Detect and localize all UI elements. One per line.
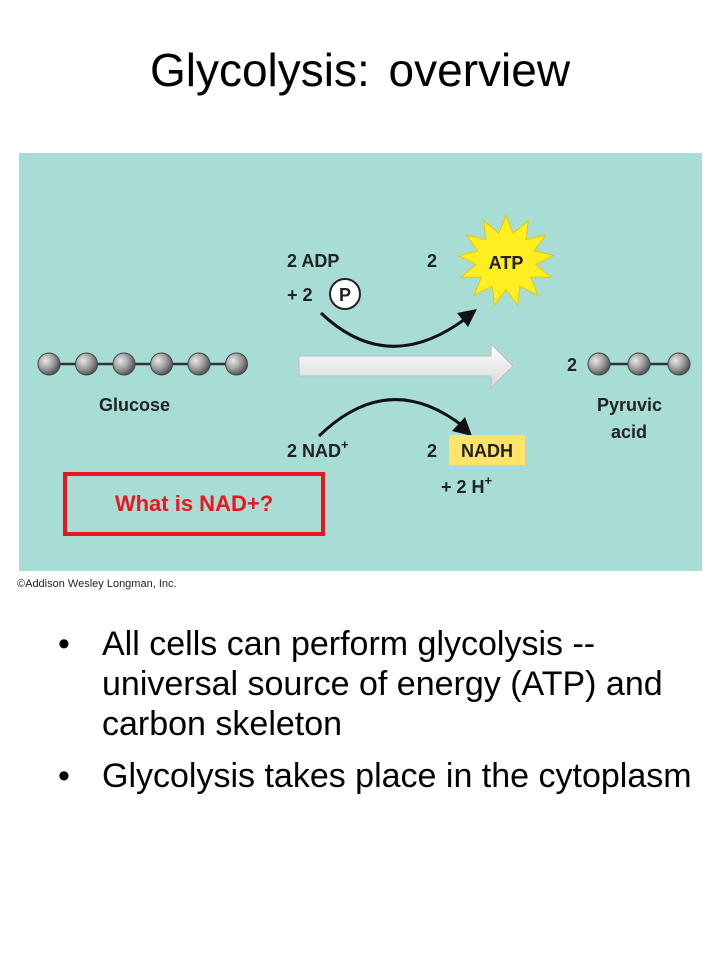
atp-burst-icon: ATP (456, 214, 556, 307)
bullet-dot-icon: • (58, 625, 70, 663)
atp-arrowhead-icon (457, 309, 477, 327)
copyright-notice: ©Addison Wesley Longman, Inc. (17, 578, 177, 590)
carbon-atom-icon (225, 352, 248, 376)
pyruvic-acid-molecule (587, 352, 691, 376)
main-reaction-arrow (298, 342, 514, 390)
atp-count: 2 (427, 251, 437, 271)
svg-text:P: P (339, 285, 351, 305)
carbon-atom-icon (150, 352, 173, 376)
nadh-label: NADH (461, 441, 513, 461)
adp-label: 2 ADP (287, 251, 339, 271)
carbon-atom-icon (37, 352, 61, 376)
carbon-atom-icon (75, 352, 98, 376)
nadh-highlight-box (449, 435, 525, 465)
diagram-canvas: Glucose 2 ADP + 2 P 2 ATP 2 NAD+ 2 NADH … (37, 214, 691, 497)
carbon-atom-icon (187, 352, 211, 376)
bullet-dot-icon: • (58, 757, 70, 795)
glucose-label: Glucose (99, 395, 170, 415)
bullet-list: • All cells can perform glycolysis -- uni… (58, 624, 698, 808)
atp-formation-arrow (319, 311, 470, 348)
nad-question-callout: What is NAD+? (63, 472, 325, 536)
bullet-text: All cells can perform glycolysis -- univ… (102, 625, 663, 743)
bullet-text: Glycolysis takes place in the cytoplasm (102, 757, 692, 795)
nadh-count: 2 (427, 441, 437, 461)
glucose-molecule (37, 352, 248, 376)
nad-label: 2 NAD+ (287, 437, 349, 461)
pyruvic-count: 2 (567, 355, 577, 375)
bullet-item: • All cells can perform glycolysis -- uni… (58, 624, 698, 744)
carbon-atom-icon (587, 352, 611, 376)
carbon-atom-icon (667, 352, 691, 376)
slide-title: Glycolysis: overview (149, 44, 571, 96)
atp-label: ATP (489, 253, 524, 273)
hydrogen-label: + 2 H+ (441, 473, 493, 497)
nadh-arrowhead-icon (452, 417, 472, 436)
bullet-item: • Glycolysis takes place in the cytoplasm (58, 756, 698, 796)
glycolysis-diagram: Glucose 2 ADP + 2 P 2 ATP 2 NAD+ 2 NADH … (19, 153, 702, 571)
carbon-atom-icon (627, 352, 651, 376)
carbon-atom-icon (112, 352, 136, 376)
nadh-formation-arrow (317, 398, 465, 438)
phosphate-icon: P (329, 278, 361, 310)
pyruvic-label-line2: acid (611, 422, 647, 442)
pyruvic-label-line1: Pyruvic (597, 395, 662, 415)
phosphate-label: + 2 (287, 285, 313, 305)
